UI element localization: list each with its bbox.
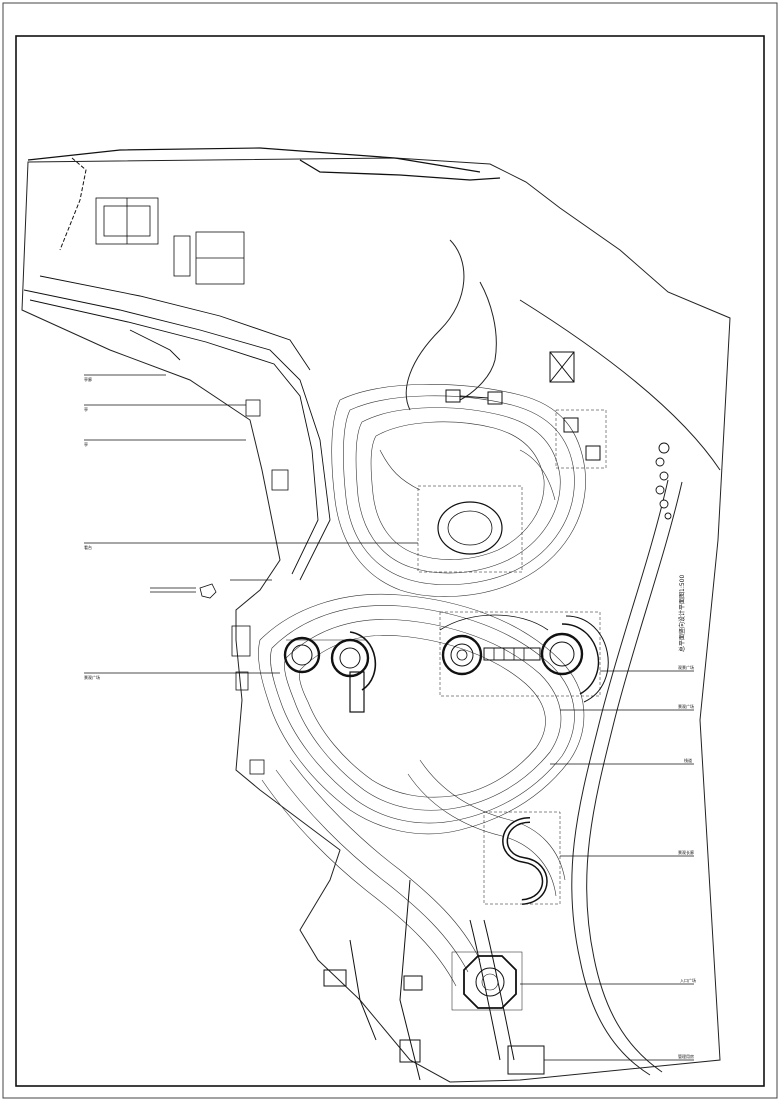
callout-left-2: 亭	[84, 406, 88, 412]
callout-left-3: 亭	[84, 441, 88, 447]
outer-path-curves	[405, 239, 721, 1076]
tennis-courts	[95, 197, 245, 285]
south-structures	[323, 879, 545, 1081]
callout-left-1: 亭廊	[84, 376, 92, 382]
drawing-border	[15, 35, 765, 1087]
left-callout-leaders	[84, 374, 418, 674]
plaza-left-pair	[283, 631, 377, 713]
callout-right-5: 入口广场	[680, 977, 696, 983]
callout-right-6: 管理用房	[678, 1053, 694, 1059]
drawing-title: 总平面竖向设计平面图1:500	[678, 575, 686, 652]
callout-right-4: 景观长廊	[678, 849, 694, 855]
court-dashed-edge	[59, 157, 87, 251]
callout-left-4: 看台	[84, 544, 92, 550]
right-callout-leaders	[520, 670, 694, 1061]
top-road-edge	[27, 147, 481, 173]
stepping-stones	[655, 442, 672, 520]
callout-right-3: 栈道	[684, 757, 692, 763]
left-diagonal-road	[23, 275, 331, 581]
north-arrow-icon	[150, 579, 272, 599]
callout-right-2: 景观广场	[678, 703, 694, 709]
oval-plaza	[417, 485, 523, 573]
s-shaped-garden	[483, 811, 561, 905]
top-road-hatch	[299, 159, 501, 181]
east-pavilions	[555, 409, 607, 469]
callout-left-5: 景观广场	[84, 674, 100, 680]
plaza-right-group	[439, 611, 609, 703]
roadside-blocks	[231, 399, 289, 775]
callout-right-1: 观景广场	[678, 664, 694, 670]
contour-lines	[258, 384, 586, 987]
site-boundary	[21, 157, 731, 1083]
octagon-plaza	[451, 951, 523, 1011]
north-pavilion	[445, 351, 575, 405]
